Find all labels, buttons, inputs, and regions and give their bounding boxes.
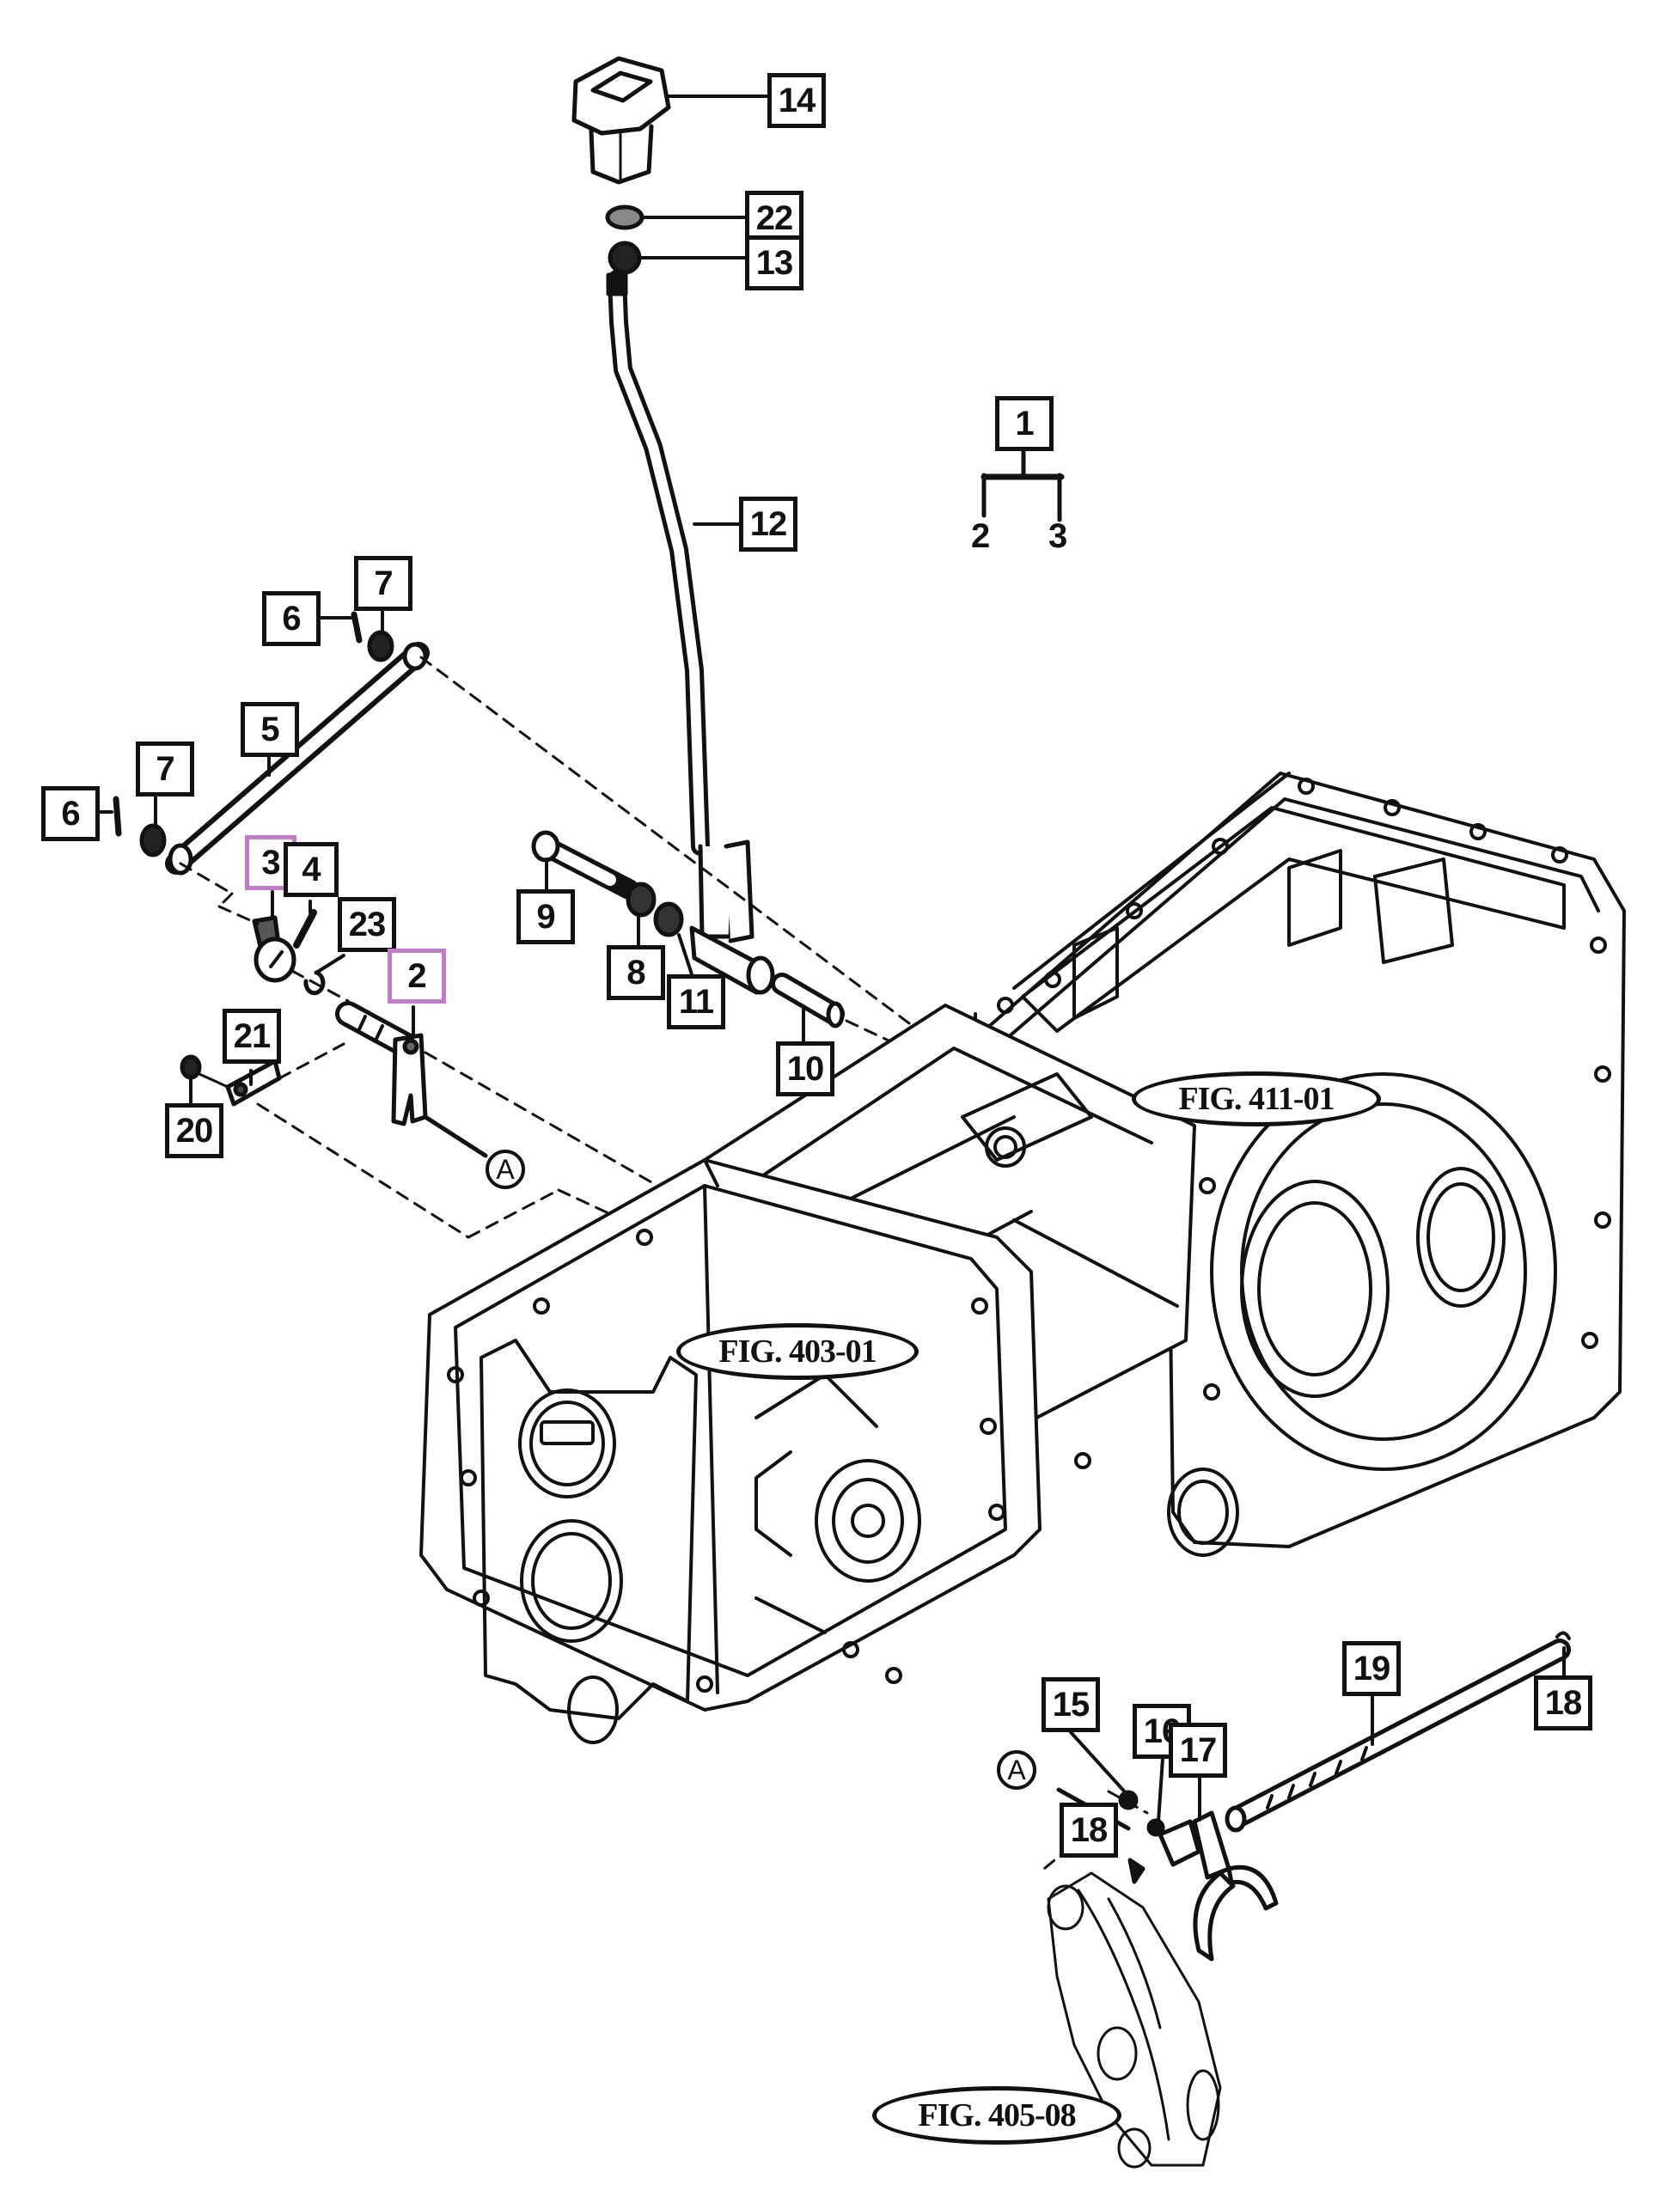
rod-part — [165, 642, 430, 876]
assembly-child-2: 2 — [971, 517, 991, 555]
spring-part — [293, 909, 317, 949]
callout-8[interactable]: 8 — [607, 945, 665, 1000]
callout-4[interactable]: 4 — [284, 842, 339, 897]
figure-ref-411-01[interactable]: FIG. 411-01 — [1132, 1071, 1381, 1126]
callout-14[interactable]: 14 — [767, 73, 826, 128]
shift-lever-part — [606, 270, 775, 995]
callout-18-right[interactable]: 18 — [1534, 1675, 1592, 1730]
callout-15[interactable]: 15 — [1042, 1677, 1100, 1732]
transmission-housing — [419, 772, 1626, 1744]
callout-10[interactable]: 10 — [776, 1041, 834, 1096]
connection-ref-a-upper: A — [486, 1150, 525, 1189]
figure-ref-403-01[interactable]: FIG. 403-01 — [676, 1323, 919, 1380]
link-part — [225, 1059, 282, 1107]
shift-knob-part — [571, 56, 671, 185]
shaft-arm-part — [335, 1001, 428, 1126]
callout-23[interactable]: 23 — [338, 897, 396, 952]
callout-7-lower[interactable]: 7 — [136, 742, 194, 796]
callout-6-lower[interactable]: 6 — [41, 786, 100, 841]
bolt-part — [531, 830, 639, 900]
callout-6-upper[interactable]: 6 — [262, 591, 321, 646]
callout-12[interactable]: 12 — [739, 497, 797, 552]
callout-11[interactable]: 11 — [667, 974, 725, 1029]
bracket-part — [252, 915, 296, 983]
callout-20[interactable]: 20 — [165, 1103, 223, 1158]
callout-1[interactable]: 1 — [995, 396, 1054, 451]
callout-7-upper[interactable]: 7 — [354, 556, 412, 611]
callout-9[interactable]: 9 — [516, 889, 575, 944]
nut-part — [608, 241, 642, 275]
callout-13[interactable]: 13 — [745, 235, 803, 290]
assembly-child-3: 3 — [1048, 517, 1068, 555]
assembly-bracket — [981, 449, 1065, 522]
connection-ref-a-lower: A — [997, 1750, 1036, 1790]
callout-5[interactable]: 5 — [241, 702, 299, 757]
figure-ref-405-08[interactable]: FIG. 405-08 — [872, 2086, 1121, 2145]
callout-18-left[interactable]: 18 — [1060, 1803, 1118, 1858]
callout-19[interactable]: 19 — [1342, 1641, 1401, 1696]
shift-fork-assembly — [1118, 1631, 1571, 1962]
pin-part — [771, 973, 845, 1028]
clip-part — [303, 970, 326, 996]
washer-part — [605, 204, 645, 230]
callout-17[interactable]: 17 — [1169, 1723, 1227, 1778]
callout-2-highlighted[interactable]: 2 — [388, 949, 446, 1004]
callout-21[interactable]: 21 — [223, 1009, 281, 1064]
cover-part — [1047, 1871, 1222, 2169]
